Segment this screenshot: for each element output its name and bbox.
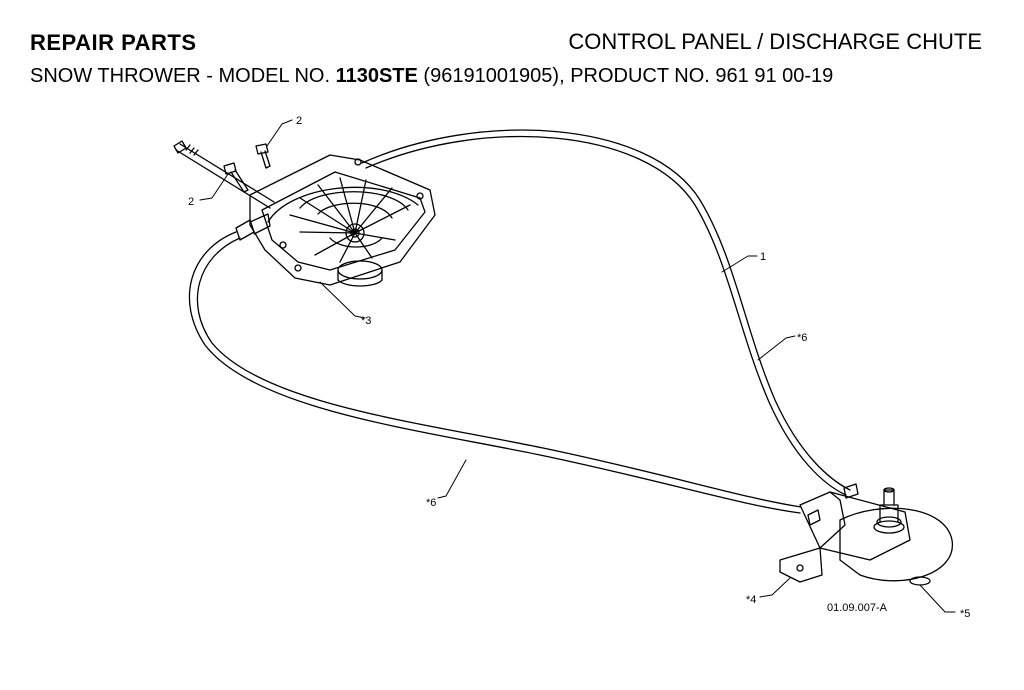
drawing-code: 01.09.007-A bbox=[827, 602, 888, 614]
callout-2-lower: 2 bbox=[188, 196, 194, 208]
model-number: 1130STE bbox=[335, 65, 418, 87]
callout-6-left: *6 bbox=[426, 497, 436, 509]
chute-plate bbox=[839, 487, 953, 586]
callout-2-upper: 2 bbox=[296, 115, 302, 127]
callout-3: *3 bbox=[361, 315, 371, 327]
chute-bracket bbox=[779, 483, 911, 583]
header-left-title: REPAIR PARTS bbox=[30, 30, 197, 55]
subtitle-suffix: (96191001905), PRODUCT NO. 961 91 00-19 bbox=[417, 65, 834, 87]
subtitle-prefix: SNOW THROWER - MODEL NO. bbox=[30, 65, 336, 87]
header-right-title: CONTROL PANEL / DISCHARGE CHUTE bbox=[568, 29, 982, 54]
bolt-lower bbox=[223, 162, 249, 193]
leader-lines bbox=[199, 119, 956, 613]
callout-4: *4 bbox=[746, 594, 756, 606]
callout-1: 1 bbox=[760, 251, 766, 263]
control-panel-assembly bbox=[235, 154, 436, 287]
control-rod bbox=[173, 140, 275, 209]
cable-lower bbox=[188, 231, 802, 514]
callout-6-right: *6 bbox=[797, 332, 807, 344]
bolt-upper bbox=[255, 143, 271, 169]
callout-5: *5 bbox=[960, 608, 970, 620]
header-subtitle: SNOW THROWER - MODEL NO. 1130STE (961910… bbox=[30, 66, 833, 86]
cable-upper bbox=[361, 129, 851, 496]
